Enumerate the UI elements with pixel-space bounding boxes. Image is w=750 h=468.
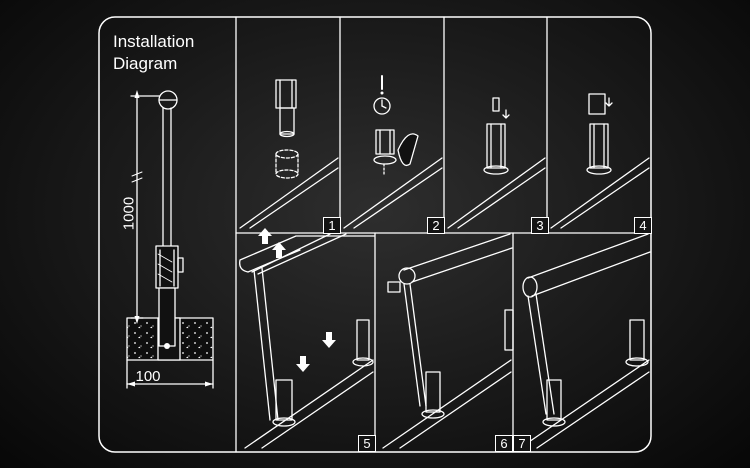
diagram-title: Installation Diagram [113,31,194,75]
step2-drawing [343,75,443,229]
step5-drawing [239,228,375,449]
arrow-down-icon [258,228,336,372]
arrow-down-icon [605,97,613,107]
exclamation-icon [380,75,384,95]
height-dimension-label: 1000 [120,196,138,231]
step1-drawing [239,79,339,229]
post-section-drawing [126,90,214,389]
step-number-6: 6 [495,435,513,452]
step-number-2: 2 [427,217,445,234]
step-number-3: 3 [531,217,549,234]
width-dimension-label: 100 [135,368,161,385]
step6-drawing [382,233,514,449]
title-line-2: Diagram [113,54,178,73]
grid-lines [235,16,652,453]
step-number-7: 7 [513,435,531,452]
clock-icon [373,97,391,115]
step-number-1: 1 [323,217,341,234]
step3-drawing [447,97,546,229]
arrow-down-icon [502,109,510,119]
step-number-4: 4 [634,217,652,234]
step4-drawing [550,93,650,229]
step7-drawing [519,233,651,449]
step-number-5: 5 [358,435,376,452]
title-line-1: Installation [113,32,195,51]
